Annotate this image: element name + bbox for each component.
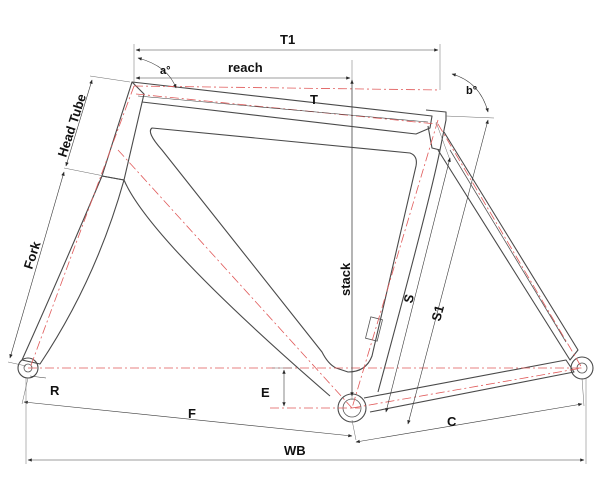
label-e: E	[261, 385, 270, 400]
top-tube-centerline	[133, 85, 441, 91]
seatstay-centerline	[437, 123, 583, 369]
label-r: R	[50, 383, 60, 398]
head-tube-centerline	[29, 85, 135, 369]
head-tube-dimension-line	[65, 79, 93, 167]
t-dimension-line	[137, 95, 429, 123]
dimensions	[7, 44, 587, 464]
label-a-angle: a°	[160, 65, 171, 77]
r-dimension-line	[29, 375, 47, 379]
s-dimension-line	[385, 157, 451, 413]
label-reach: reach	[228, 60, 263, 75]
label-head-tube: Head Tube	[55, 92, 90, 159]
seat-tube-outer	[377, 149, 441, 393]
top-tube-shape	[131, 81, 433, 135]
cable-guide	[365, 316, 383, 342]
main-triangle-inner	[149, 127, 417, 373]
label-t1: T1	[280, 32, 295, 47]
label-stack: stack	[338, 262, 353, 296]
f-dimension-line	[23, 400, 353, 438]
s1-dimension-line	[407, 119, 489, 425]
label-t: T	[310, 92, 318, 107]
fork-dimension-line	[9, 171, 65, 359]
head-tube-shape	[101, 81, 145, 181]
label-s1: S1	[428, 304, 447, 323]
a-angle-arc	[137, 57, 177, 89]
chainstay-centerline	[351, 367, 583, 409]
label-fork: Fork	[21, 239, 44, 271]
seat-stay-inner	[449, 149, 567, 343]
top-tube-actual-centerline	[135, 93, 437, 125]
seat-tube-centerline	[351, 119, 439, 409]
down-tube-outer	[123, 179, 331, 397]
c-dimension-line	[355, 402, 583, 444]
label-c: C	[447, 414, 457, 429]
down-tube-centerline	[117, 149, 353, 409]
label-wb: WB	[284, 443, 306, 458]
fork-shape	[21, 175, 125, 365]
label-f: F	[188, 406, 196, 421]
frame-outline	[17, 81, 594, 423]
b-angle-arc	[451, 73, 489, 113]
label-b-angle: b°	[466, 85, 477, 97]
labels: T1 reach a° b° T Head Tube Fork stack S …	[21, 32, 478, 458]
label-s: S	[400, 292, 417, 305]
